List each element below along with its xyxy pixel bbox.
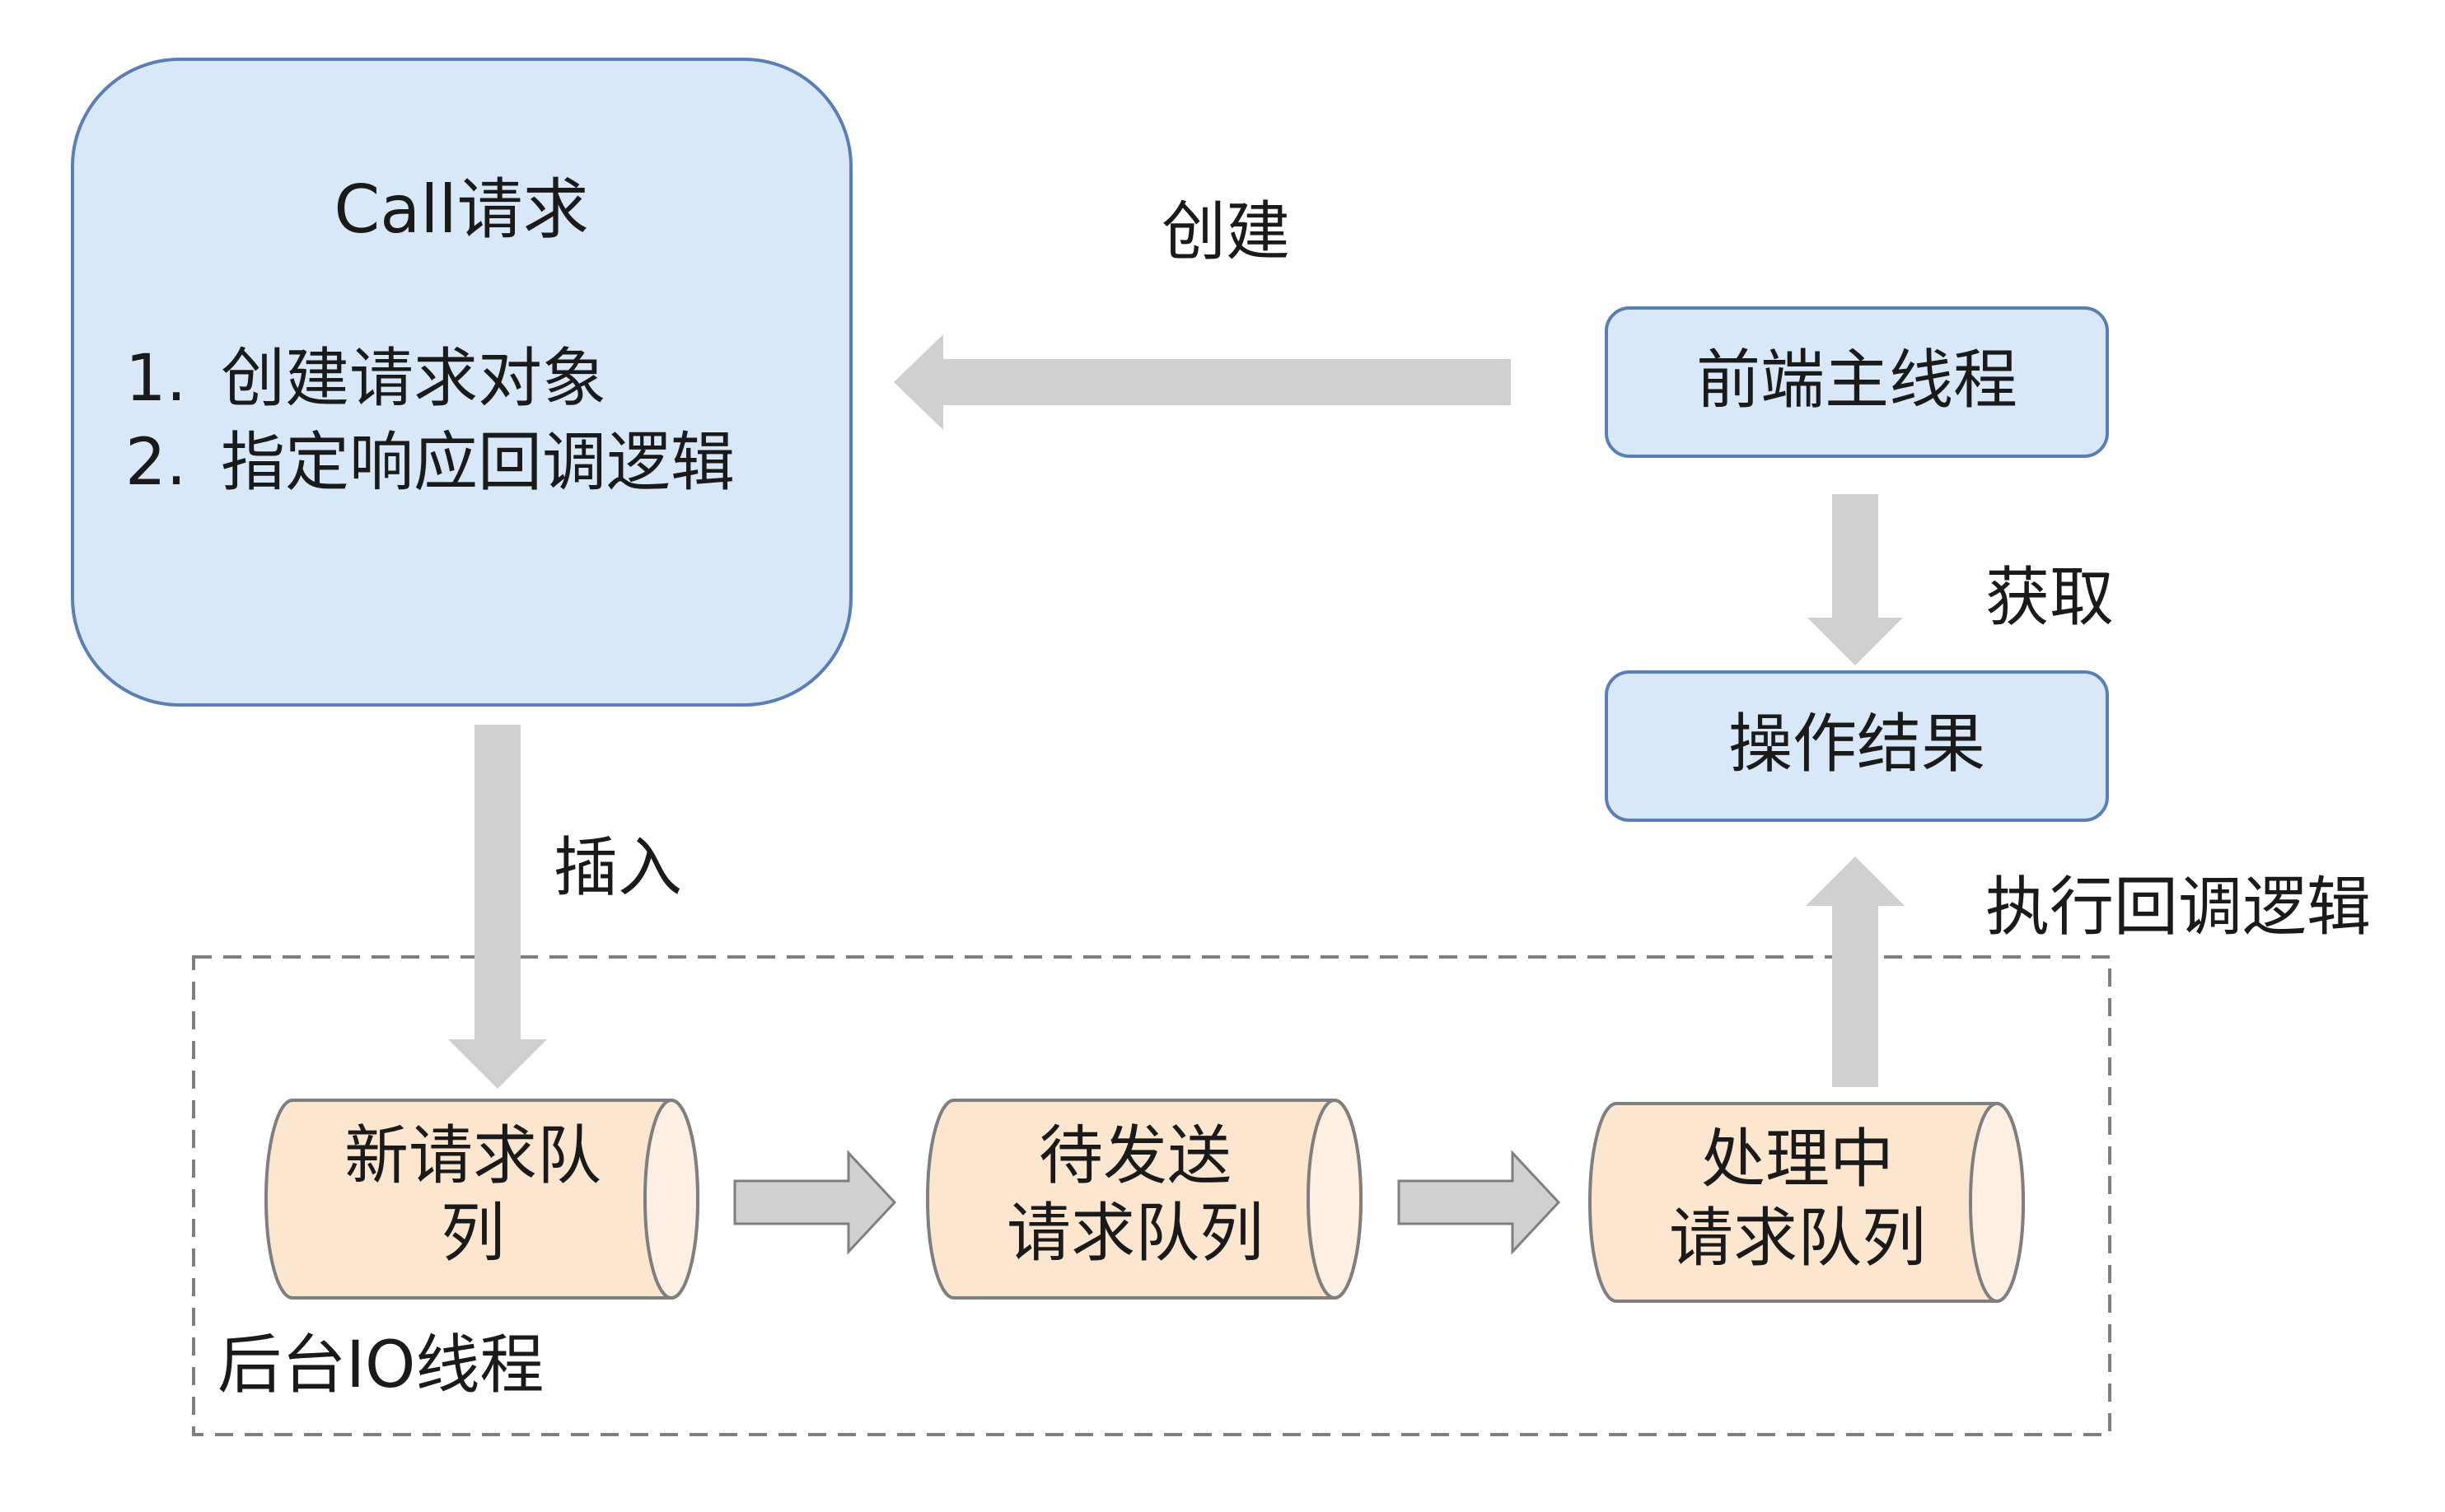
result-label: 操作结果 (1728, 707, 1985, 782)
call-item-2-text: 指定响应回调逻辑 (221, 426, 735, 500)
call-item-1-number: 1. (125, 342, 186, 416)
queue-new-requests-end (643, 1099, 699, 1300)
queue-pending-send-line1: 待发送 (1039, 1119, 1232, 1193)
callback-edge-label: 执行回调逻辑 (1985, 870, 2371, 945)
fetch-edge-label: 获取 (1985, 561, 2114, 635)
queue-arrow-2 (1397, 1150, 1561, 1255)
queue-processing-end (1969, 1102, 2025, 1303)
callback-arrow (1806, 856, 1905, 1087)
queue-new-requests-line1: 新请求队 (344, 1119, 601, 1193)
io-thread-group-label: 后台IO线程 (217, 1328, 544, 1402)
queue-pending-send-end (1307, 1099, 1363, 1300)
insert-edge-label: 插入 (554, 831, 682, 905)
main-thread-box (1605, 306, 2109, 458)
call-request-box (71, 58, 853, 707)
queue-new-requests-line2: 列 (441, 1197, 505, 1271)
call-item-1-text: 创建请求对象 (221, 342, 606, 416)
main-thread-label: 前端主线程 (1696, 343, 2017, 418)
call-request-title: Call请求 (334, 171, 588, 248)
create-arrow (894, 334, 1511, 430)
queue-processing-line1: 处理中 (1701, 1122, 1894, 1197)
io-thread-group-border (192, 955, 2111, 1436)
insert-arrow (448, 725, 547, 1089)
queue-pending-send: 待发送 请求队列 (926, 1099, 1363, 1300)
queue-pending-send-line2: 请求队列 (1007, 1197, 1264, 1271)
queue-processing-line2: 请求队列 (1669, 1202, 1926, 1276)
queue-new-requests: 新请求队 列 (264, 1099, 699, 1300)
queue-processing: 处理中 请求队列 (1588, 1102, 2025, 1303)
result-box (1605, 670, 2109, 822)
fetch-arrow (1807, 494, 1903, 665)
create-edge-label: 创建 (1162, 195, 1290, 269)
queue-arrow-1 (733, 1150, 897, 1255)
call-item-2-number: 2. (125, 426, 186, 500)
